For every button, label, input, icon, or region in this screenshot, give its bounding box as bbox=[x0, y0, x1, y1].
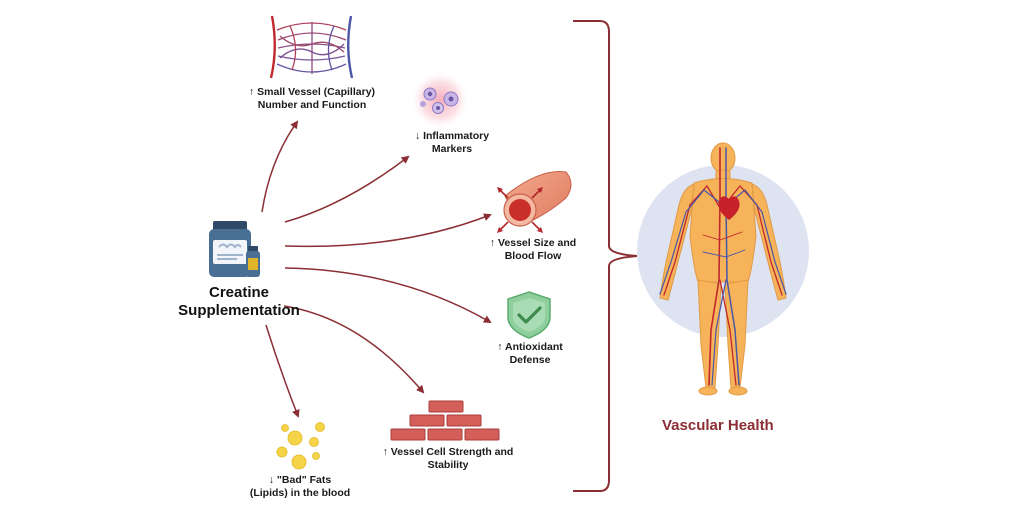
brick-wall-icon bbox=[390, 400, 500, 441]
capillary-network-icon bbox=[269, 15, 354, 79]
effect-label-vessel-cell-line1: ↑ Vessel Cell Strength and bbox=[382, 446, 514, 458]
source-label: Creatine Supplementation bbox=[170, 284, 308, 320]
effect-label-inflammatory-line2: Markers bbox=[431, 143, 473, 155]
effect-label-antioxidant-line2: Defense bbox=[509, 354, 551, 366]
arrow-to-antioxidant bbox=[284, 267, 492, 324]
outcome-label: Vascular Health bbox=[662, 417, 774, 434]
source-label-line1: Creatine bbox=[208, 284, 270, 301]
effect-label-vessel-cell-line2: Stability bbox=[427, 459, 469, 471]
lipid-droplets-icon bbox=[276, 422, 325, 470]
arrow-to-vessel-cell bbox=[283, 305, 425, 394]
arrow-to-capillary bbox=[261, 120, 299, 213]
effect-label-vessel-size-line2: Blood Flow bbox=[504, 250, 562, 262]
effect-label-antioxidant: ↑ Antioxidant Defense bbox=[478, 341, 582, 367]
source-label-line2: Supplementation bbox=[178, 302, 300, 319]
effect-label-inflammatory-line1: ↓ Inflammatory bbox=[414, 130, 490, 142]
arrow-to-lipids bbox=[265, 324, 300, 418]
effect-label-antioxidant-line1: ↑ Antioxidant bbox=[497, 341, 563, 353]
shield-check-icon bbox=[507, 291, 551, 339]
effect-label-capillary-line1: ↑ Small Vessel (Capillary) bbox=[248, 86, 376, 98]
effect-label-vessel-size-line1: ↑ Vessel Size and bbox=[489, 237, 577, 249]
effect-label-inflammatory: ↓ Inflammatory Markers bbox=[392, 130, 512, 156]
effect-label-vessel-size: ↑ Vessel Size and Blood Flow bbox=[475, 237, 591, 263]
effect-arrows bbox=[261, 120, 492, 418]
arrow-to-vessel-size bbox=[284, 213, 492, 248]
effect-label-lipids-line1: ↓ "Bad" Fats bbox=[268, 474, 332, 486]
dilated-vessel-icon bbox=[497, 171, 572, 233]
effect-label-lipids: ↓ "Bad" Fats (Lipids) in the blood bbox=[240, 474, 360, 500]
arrow-to-inflammatory bbox=[284, 155, 410, 223]
human-circulatory-system-icon bbox=[637, 142, 809, 396]
effect-label-vessel-cell: ↑ Vessel Cell Strength and Stability bbox=[367, 446, 529, 472]
supplement-jar-icon bbox=[209, 221, 260, 277]
effect-label-lipids-line2: (Lipids) in the blood bbox=[249, 487, 351, 499]
inflammatory-cells-icon bbox=[410, 70, 470, 130]
grouping-bracket bbox=[573, 20, 638, 492]
effect-label-capillary: ↑ Small Vessel (Capillary) Number and Fu… bbox=[232, 86, 392, 112]
effect-label-capillary-line2: Number and Function bbox=[257, 99, 367, 111]
